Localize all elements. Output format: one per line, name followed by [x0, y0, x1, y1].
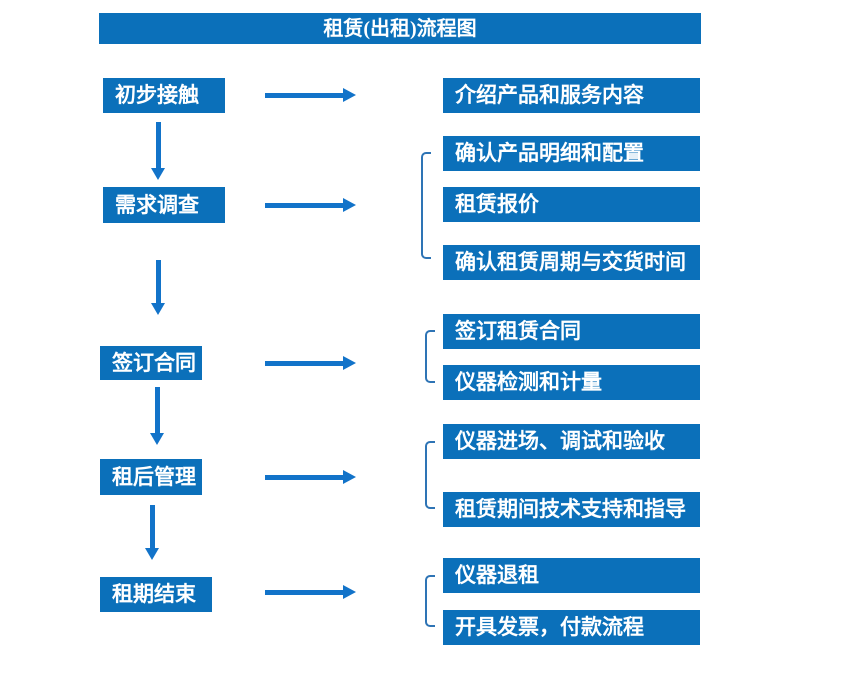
right-arrow-icon [265, 470, 356, 484]
group-bracket [425, 575, 435, 627]
detail-box: 介绍产品和服务内容 [443, 78, 700, 113]
stage-box-initial-contact: 初步接触 [103, 78, 225, 113]
down-arrow-icon [151, 122, 165, 180]
down-arrow-icon [150, 387, 164, 445]
stage-box-demand-survey: 需求调查 [103, 187, 225, 223]
detail-box: 开具发票，付款流程 [443, 610, 700, 645]
stage-box-rental-end: 租期结束 [100, 577, 212, 612]
detail-box: 确认产品明细和配置 [443, 136, 700, 171]
detail-box: 仪器进场、调试和验收 [443, 424, 700, 459]
right-arrow-icon [265, 585, 356, 599]
detail-box: 租赁期间技术支持和指导 [443, 492, 700, 527]
down-arrow-icon [145, 505, 159, 560]
group-bracket [425, 441, 435, 509]
group-bracket [421, 152, 431, 259]
diagram-title: 租赁(出租)流程图 [99, 13, 701, 44]
stage-box-sign-contract: 签订合同 [100, 346, 202, 380]
detail-box: 租赁报价 [443, 187, 700, 222]
detail-box: 仪器检测和计量 [443, 365, 700, 400]
right-arrow-icon [265, 198, 356, 212]
down-arrow-icon [151, 260, 165, 315]
detail-box: 仪器退租 [443, 558, 700, 593]
group-bracket [425, 330, 435, 383]
right-arrow-icon [265, 356, 356, 370]
detail-box: 签订租赁合同 [443, 314, 700, 349]
stage-box-post-rental-mgmt: 租后管理 [100, 459, 202, 495]
right-arrow-icon [265, 88, 356, 102]
detail-box: 确认租赁周期与交货时间 [443, 245, 700, 280]
